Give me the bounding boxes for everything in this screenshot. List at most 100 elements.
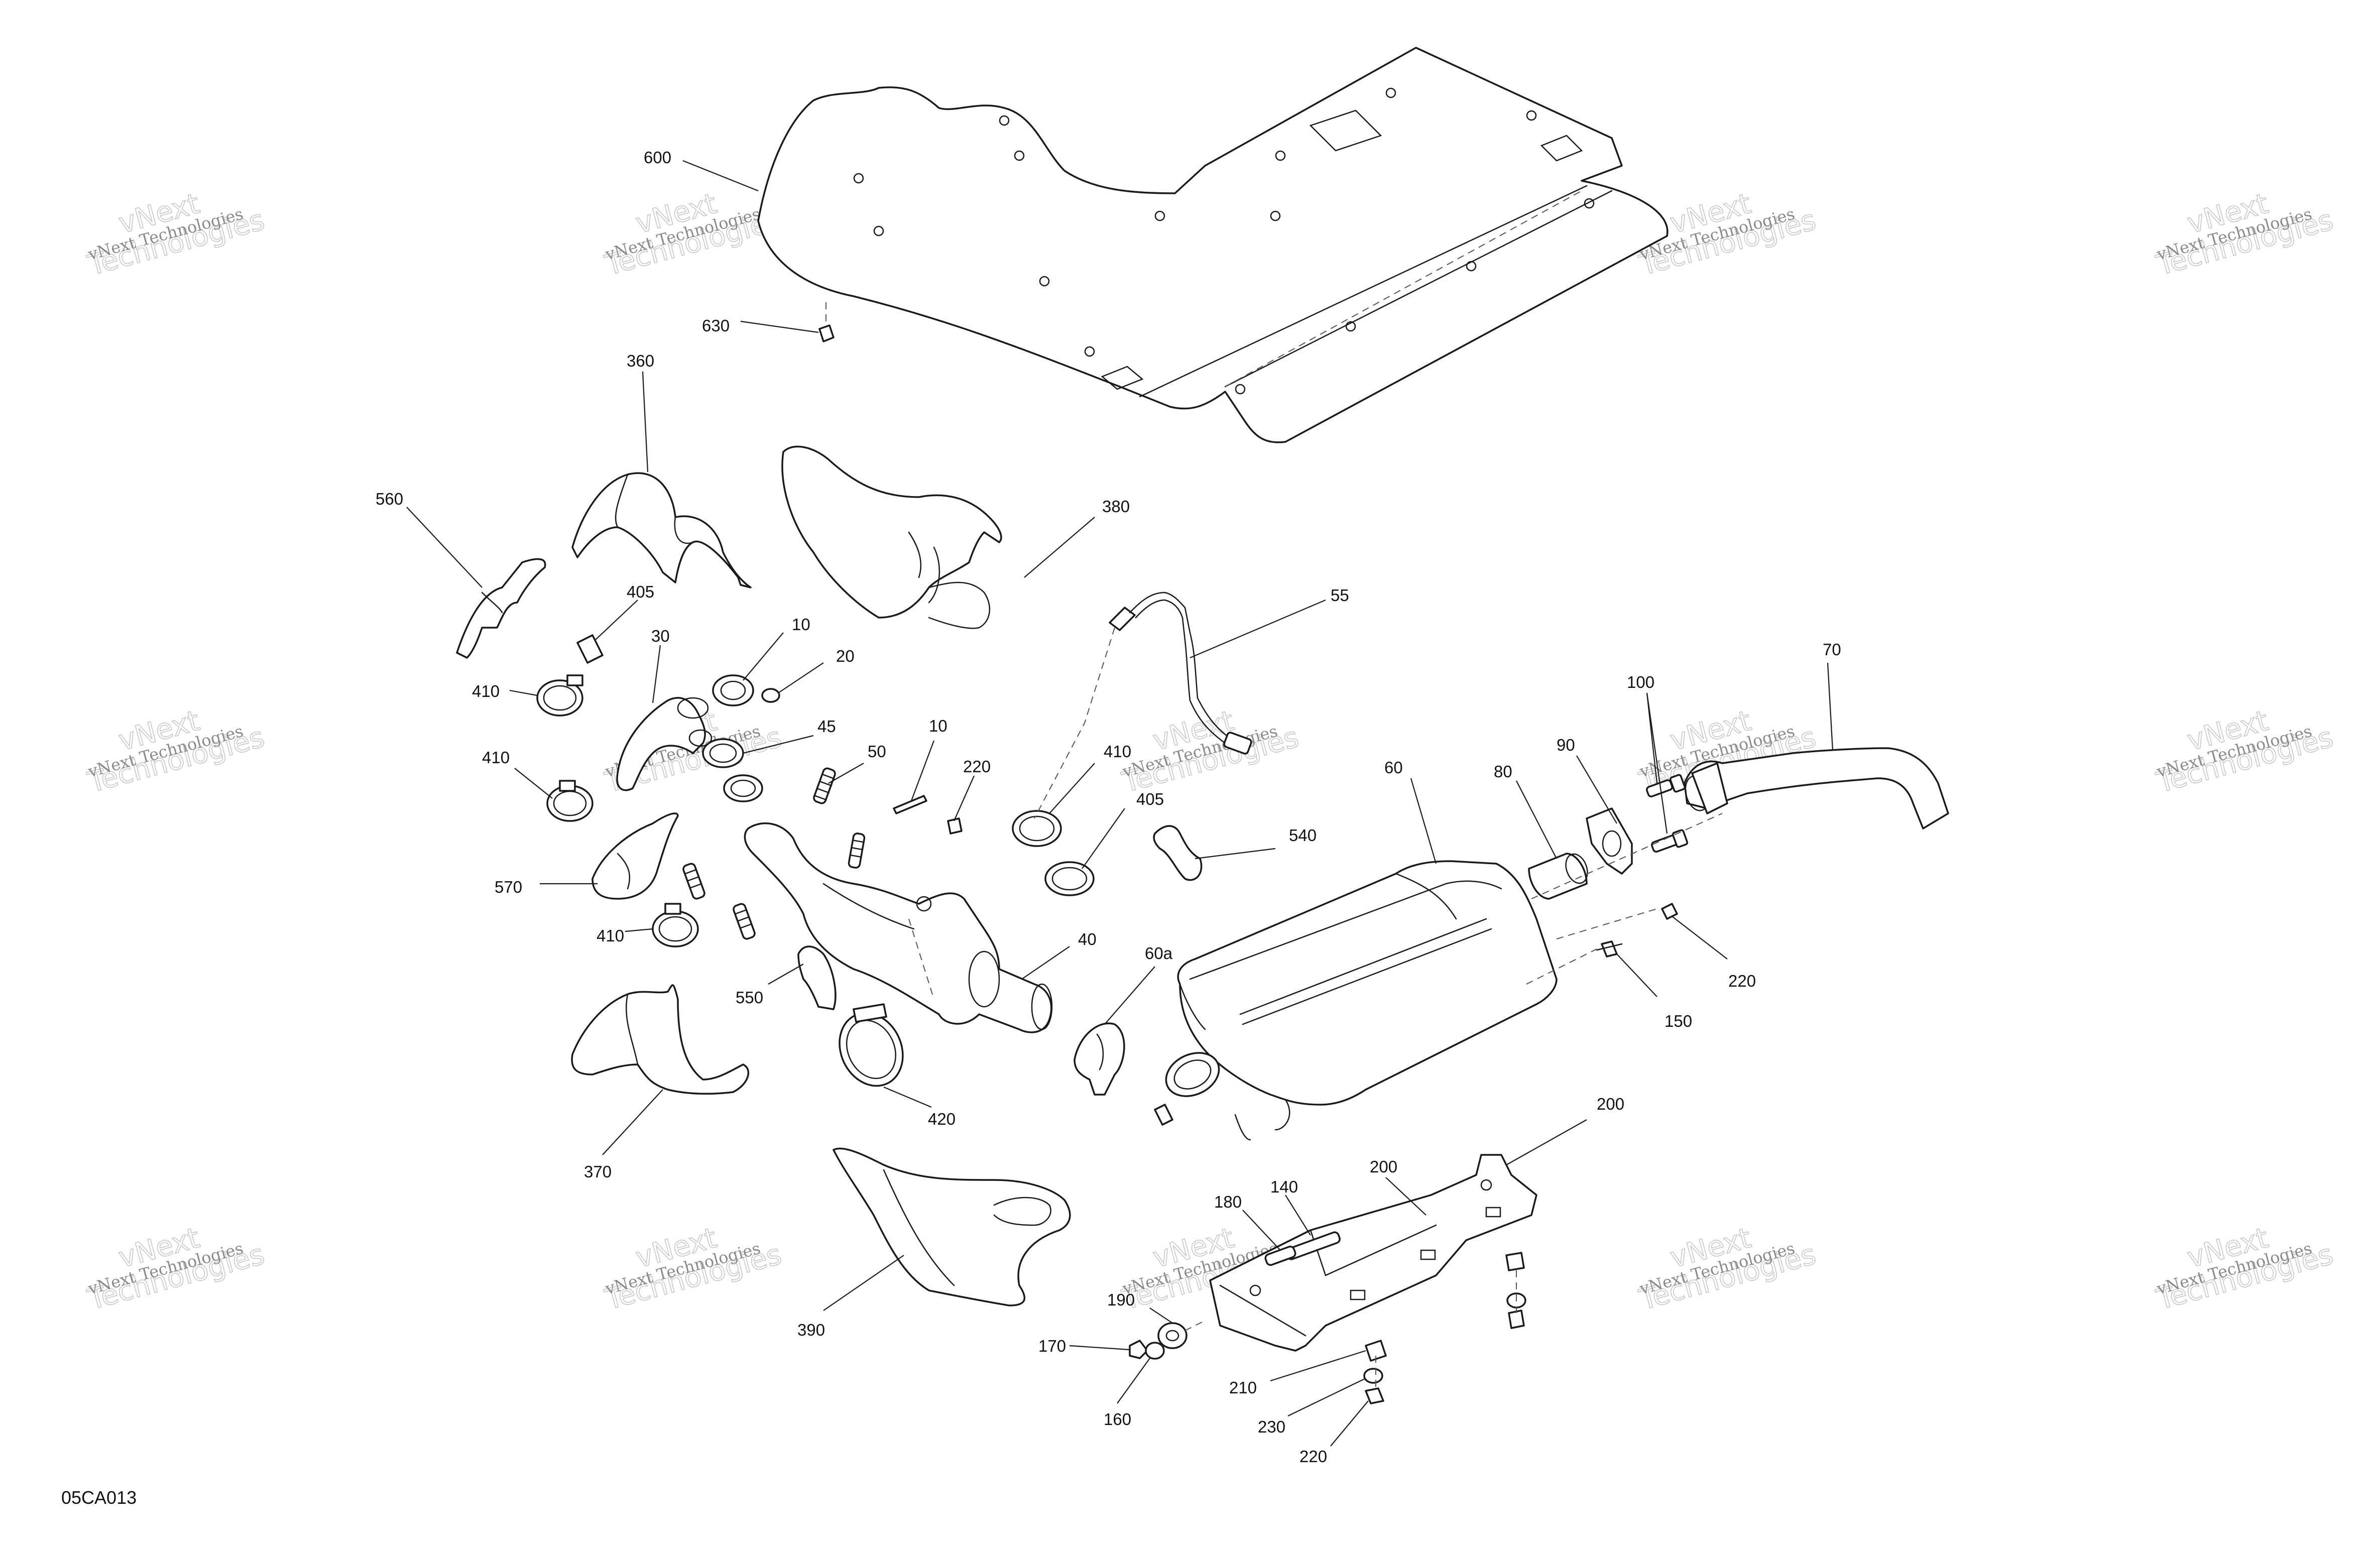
callout-140: 140: [1270, 1177, 1298, 1196]
callout-40: 40: [1078, 930, 1097, 948]
callout-540: 540: [1289, 826, 1317, 845]
callout-30: 30: [651, 627, 670, 645]
callout-labels: 600 630 360 560 380 405 30 10 20 410 45 …: [376, 148, 1841, 1466]
callout-180: 180: [1214, 1193, 1242, 1211]
nut-20[interactable]: [761, 688, 780, 703]
callout-410-d: 410: [597, 926, 624, 945]
callout-230: 230: [1258, 1417, 1285, 1436]
callout-410-c: 410: [1104, 742, 1131, 761]
callout-70: 70: [1823, 640, 1841, 659]
clamp-410-b[interactable]: [546, 780, 593, 822]
callout-570: 570: [495, 878, 522, 896]
gasket-90[interactable]: [1586, 807, 1633, 875]
callout-405-b: 405: [1136, 790, 1164, 808]
panel-600[interactable]: [757, 47, 1669, 443]
bolt-right-bracket[interactable]: [1505, 1252, 1526, 1329]
callout-410-b: 410: [482, 748, 510, 767]
clamp-410-d[interactable]: [652, 903, 699, 947]
bolt-100-b[interactable]: [1651, 829, 1689, 853]
callout-420: 420: [928, 1110, 956, 1128]
heat-shield-360[interactable]: [571, 472, 752, 588]
gasket-10-a[interactable]: [712, 674, 754, 706]
gasket-10-b[interactable]: [893, 795, 927, 814]
clamp-410-c[interactable]: [1012, 810, 1062, 847]
y-pipe-40[interactable]: [744, 822, 1053, 1033]
callout-390: 390: [797, 1321, 825, 1339]
callout-50: 50: [868, 742, 886, 761]
bolt-210[interactable]: [1365, 1340, 1387, 1362]
bracket-200[interactable]: [1209, 1154, 1537, 1352]
callout-220-b: 220: [1728, 972, 1756, 990]
bolt-180[interactable]: [1264, 1245, 1296, 1266]
callout-80: 80: [1494, 762, 1512, 781]
nut-220-b[interactable]: [1661, 903, 1678, 920]
washer-230[interactable]: [1363, 1368, 1383, 1384]
heat-shield-570[interactable]: [591, 812, 679, 900]
heat-shield-550[interactable]: [797, 945, 837, 1010]
heat-shield-540[interactable]: [1153, 825, 1203, 881]
clamp-405-b[interactable]: [1044, 861, 1095, 896]
callout-100: 100: [1627, 673, 1654, 691]
callout-220-c: 220: [1299, 1447, 1327, 1466]
oxygen-sensor-55[interactable]: [1034, 591, 1252, 819]
clamp-420[interactable]: [828, 1003, 914, 1097]
leader-lines: [406, 160, 1834, 1447]
callout-370: 370: [584, 1162, 612, 1181]
heat-shield-390[interactable]: [832, 1147, 1071, 1307]
washer-190[interactable]: [1157, 1322, 1187, 1349]
callout-630: 630: [702, 316, 730, 335]
tail-pipe-70[interactable]: [1682, 747, 1949, 829]
callout-410-a: 410: [472, 682, 500, 700]
spring-50-c[interactable]: [682, 863, 705, 900]
callout-405-a: 405: [627, 582, 654, 601]
clip-630[interactable]: [818, 301, 835, 342]
heat-shield-380[interactable]: [781, 445, 1002, 629]
callout-200-a: 200: [1597, 1095, 1624, 1113]
nut-170[interactable]: [1129, 1340, 1148, 1359]
callout-60: 60: [1384, 758, 1403, 777]
callout-210: 210: [1229, 1378, 1257, 1397]
clamp-60a[interactable]: [1074, 1022, 1125, 1096]
clamp-405-a[interactable]: [576, 634, 604, 664]
callout-10-a: 10: [792, 615, 810, 634]
bolt-100-a[interactable]: [1646, 774, 1686, 798]
muffler-60[interactable]: [1154, 860, 1558, 1141]
washer-160[interactable]: [1145, 1342, 1165, 1360]
callout-360: 360: [627, 351, 654, 370]
diagram-reference-code: 05CA013: [61, 1487, 137, 1508]
callout-600: 600: [644, 148, 671, 167]
callout-200-b: 200: [1370, 1157, 1397, 1176]
callout-55: 55: [1331, 586, 1349, 605]
heat-shield-370[interactable]: [571, 984, 749, 1095]
clamp-410-a[interactable]: [536, 674, 583, 717]
callout-380: 380: [1102, 497, 1130, 516]
bolt-150[interactable]: [1596, 940, 1623, 958]
spring-50-b[interactable]: [848, 833, 866, 869]
bolt-220-a[interactable]: [947, 817, 963, 835]
callout-45: 45: [817, 717, 836, 736]
gasket-45[interactable]: [702, 738, 763, 802]
exhaust-manifold-30[interactable]: [616, 697, 712, 791]
tube-80[interactable]: [1528, 851, 1591, 900]
callout-90: 90: [1557, 736, 1575, 754]
heat-shield-560[interactable]: [456, 558, 546, 659]
spring-50-a[interactable]: [813, 767, 836, 804]
callout-150: 150: [1664, 1012, 1692, 1030]
callout-560: 560: [376, 490, 403, 508]
spring-50-d[interactable]: [733, 903, 756, 940]
callout-10-b: 10: [929, 717, 947, 735]
callout-220-a: 220: [963, 757, 991, 776]
callout-170: 170: [1038, 1337, 1066, 1355]
callout-550: 550: [736, 988, 763, 1007]
nut-220-c[interactable]: [1365, 1387, 1384, 1404]
callout-160: 160: [1104, 1410, 1131, 1429]
